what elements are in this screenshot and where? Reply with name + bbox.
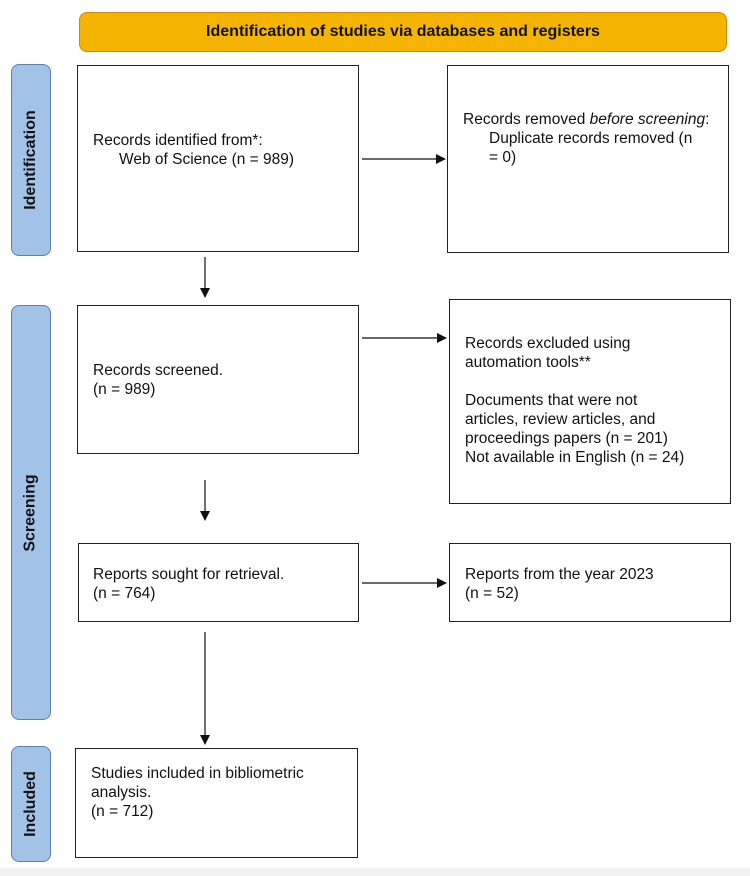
excluded-doc-type-1: Documents that were not (465, 392, 638, 409)
excluded-doc-type-2: articles, review articles, and (465, 411, 656, 428)
phase-included: Included (11, 746, 51, 862)
records-removed-box: Records removed before screening: Duplic… (447, 65, 729, 253)
studies-included-box: Studies included in bibliometric analysi… (75, 748, 358, 858)
phase-screening: Screening (11, 305, 51, 720)
reports-sought-count: (n = 764) (93, 585, 156, 602)
duplicate-records-line2: = 0) (489, 149, 517, 166)
phase-identification: Identification (11, 64, 51, 256)
reports-year-count: (n = 52) (465, 585, 519, 602)
reports-year-title: Reports from the year 2023 (465, 566, 654, 583)
records-screened-box: Records screened. (n = 989) (77, 305, 359, 454)
reports-sought-box: Reports sought for retrieval. (n = 764) (78, 543, 359, 622)
studies-included-count: (n = 712) (91, 803, 154, 820)
reports-sought-title: Reports sought for retrieval. (93, 566, 285, 583)
records-identified-box: Records identified from*: Web of Science… (77, 65, 359, 252)
records-excluded-box: Records excluded using automation tools*… (449, 299, 731, 504)
diagram-header: Identification of studies via databases … (79, 12, 727, 52)
records-excluded-title-2: automation tools** (465, 354, 591, 371)
records-identified-title: Records identified from*: (93, 132, 263, 149)
records-screened-title: Records screened. (93, 362, 224, 379)
excluded-doc-type-3: proceedings papers (n = 201) (465, 430, 668, 447)
bottom-strip (0, 868, 750, 876)
excluded-language: Not available in English (n = 24) (465, 449, 685, 466)
records-excluded-title-1: Records excluded using (465, 335, 631, 352)
studies-included-line1: Studies included in bibliometric (91, 765, 304, 782)
records-screened-count: (n = 989) (93, 381, 156, 398)
reports-year-box: Reports from the year 2023 (n = 52) (449, 543, 731, 622)
duplicate-records-line1: Duplicate records removed (n (489, 130, 693, 147)
records-identified-source: Web of Science (n = 989) (119, 151, 295, 168)
studies-included-line2: analysis. (91, 784, 152, 801)
records-removed-title: Records removed before screening: (463, 111, 710, 128)
